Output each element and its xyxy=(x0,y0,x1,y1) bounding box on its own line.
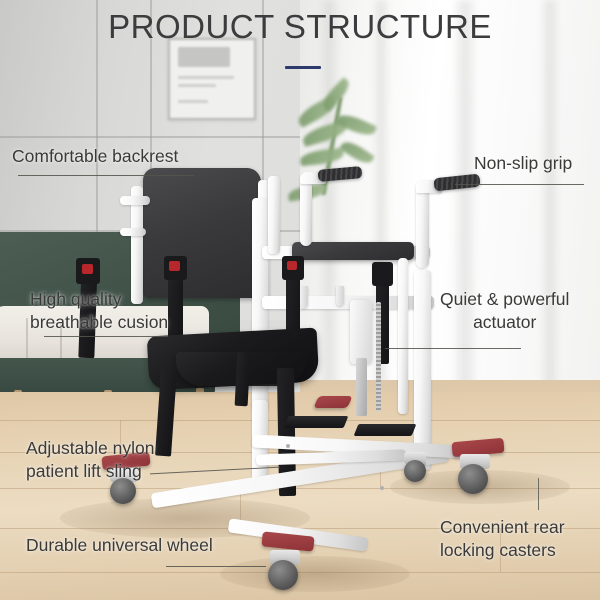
universal-wheel-front-left xyxy=(110,478,136,504)
callout-convenient-rear-locking-casters: Convenient rear locking casters xyxy=(440,516,565,562)
backrest-post-left xyxy=(131,186,143,304)
buckle-release-right xyxy=(287,261,297,270)
leader-line-non-slip-grip xyxy=(455,184,584,186)
safety-strap-center xyxy=(168,262,183,346)
non-slip-grip-left xyxy=(317,166,363,182)
seat-frame-upright xyxy=(268,176,280,254)
electric-actuator xyxy=(350,300,372,364)
callout-line: Adjustable nylon xyxy=(26,438,155,458)
callout-non-slip-grip: Non-slip grip xyxy=(474,152,572,175)
floor-plank-seam xyxy=(120,420,121,452)
sling-hanging-strap-inner xyxy=(234,351,251,407)
leader-line-actuator xyxy=(385,348,521,350)
callout-durable-universal-wheel: Durable universal wheel xyxy=(26,534,213,557)
callout-line: Quiet & powerful xyxy=(440,289,570,309)
floor-plank-line xyxy=(0,572,600,573)
framed-poster xyxy=(168,38,256,120)
leader-line-locking-casters xyxy=(538,478,540,510)
sling-hook xyxy=(300,286,308,308)
sofa-cushion-seam xyxy=(26,318,28,362)
wall-panel-line xyxy=(0,136,340,138)
callout-line: actuator xyxy=(473,312,537,332)
armrest-bar-left xyxy=(120,196,150,205)
floor-plank-seam xyxy=(500,528,501,572)
poster-text-line xyxy=(178,76,234,79)
footrest-pad xyxy=(313,396,353,408)
callout-line: Convenient rear xyxy=(440,517,565,537)
callout-line: patient lift sling xyxy=(26,461,142,481)
armrest-pad xyxy=(292,242,414,260)
footplate-right xyxy=(353,424,417,436)
callout-comfortable-backrest: Comfortable backrest xyxy=(12,145,178,168)
actuator-rod xyxy=(356,358,367,416)
leader-line-breathable-cusion xyxy=(44,336,168,338)
callout-adjustable-nylon-sling: Adjustable nylon patient lift sling xyxy=(26,437,154,483)
non-slip-grip-right xyxy=(433,173,481,192)
callout-line: Non-slip grip xyxy=(474,153,573,173)
universal-wheel-front-right xyxy=(268,560,298,590)
sofa-cushion-seam xyxy=(60,322,62,362)
sling-hook xyxy=(336,286,344,306)
callout-line: Durable universal wheel xyxy=(26,535,213,555)
floor-plank-line xyxy=(0,488,600,489)
callout-line: High quality xyxy=(30,289,122,309)
title-divider xyxy=(285,66,321,69)
locking-caster-rear-right xyxy=(458,464,488,494)
frame-bolt xyxy=(286,444,290,448)
callout-line: breathable cusion xyxy=(30,312,169,332)
footplate-left xyxy=(283,416,349,428)
leader-line-universal-wheel xyxy=(166,566,266,568)
armrest-bar-left-lower xyxy=(120,228,146,236)
leader-line-comfortable-backrest xyxy=(18,175,194,177)
handle-post-right xyxy=(416,188,429,268)
actuator-wire xyxy=(376,302,381,412)
floor-shadow xyxy=(220,556,410,592)
callout-quiet-powerful-actuator: Quiet & powerful actuator xyxy=(440,288,569,334)
handle-post-left xyxy=(300,180,312,246)
floor-plank-seam xyxy=(240,488,241,528)
poster-image xyxy=(178,47,230,67)
poster-text-line xyxy=(178,100,208,103)
page-title: PRODUCT STRUCTURE xyxy=(108,8,492,45)
poster-text-line xyxy=(178,84,216,87)
frame-bolt xyxy=(380,486,384,490)
backrest-pad xyxy=(143,168,261,298)
buckle-release-left xyxy=(82,264,93,274)
strap-buckle-far-right xyxy=(372,262,393,286)
wall-panel-line xyxy=(150,0,152,232)
actuator-mast xyxy=(398,258,408,414)
frame-leg-right xyxy=(414,270,431,470)
buckle-release-center xyxy=(169,261,180,271)
locking-caster-rear-left xyxy=(404,460,426,482)
callout-line: Comfortable backrest xyxy=(12,146,179,166)
wall-panel-line xyxy=(96,0,98,232)
callout-breathable-cusion: High quality breathable cusion xyxy=(30,288,168,334)
callout-line: locking casters xyxy=(440,540,556,560)
wall-panel-line xyxy=(262,0,264,232)
